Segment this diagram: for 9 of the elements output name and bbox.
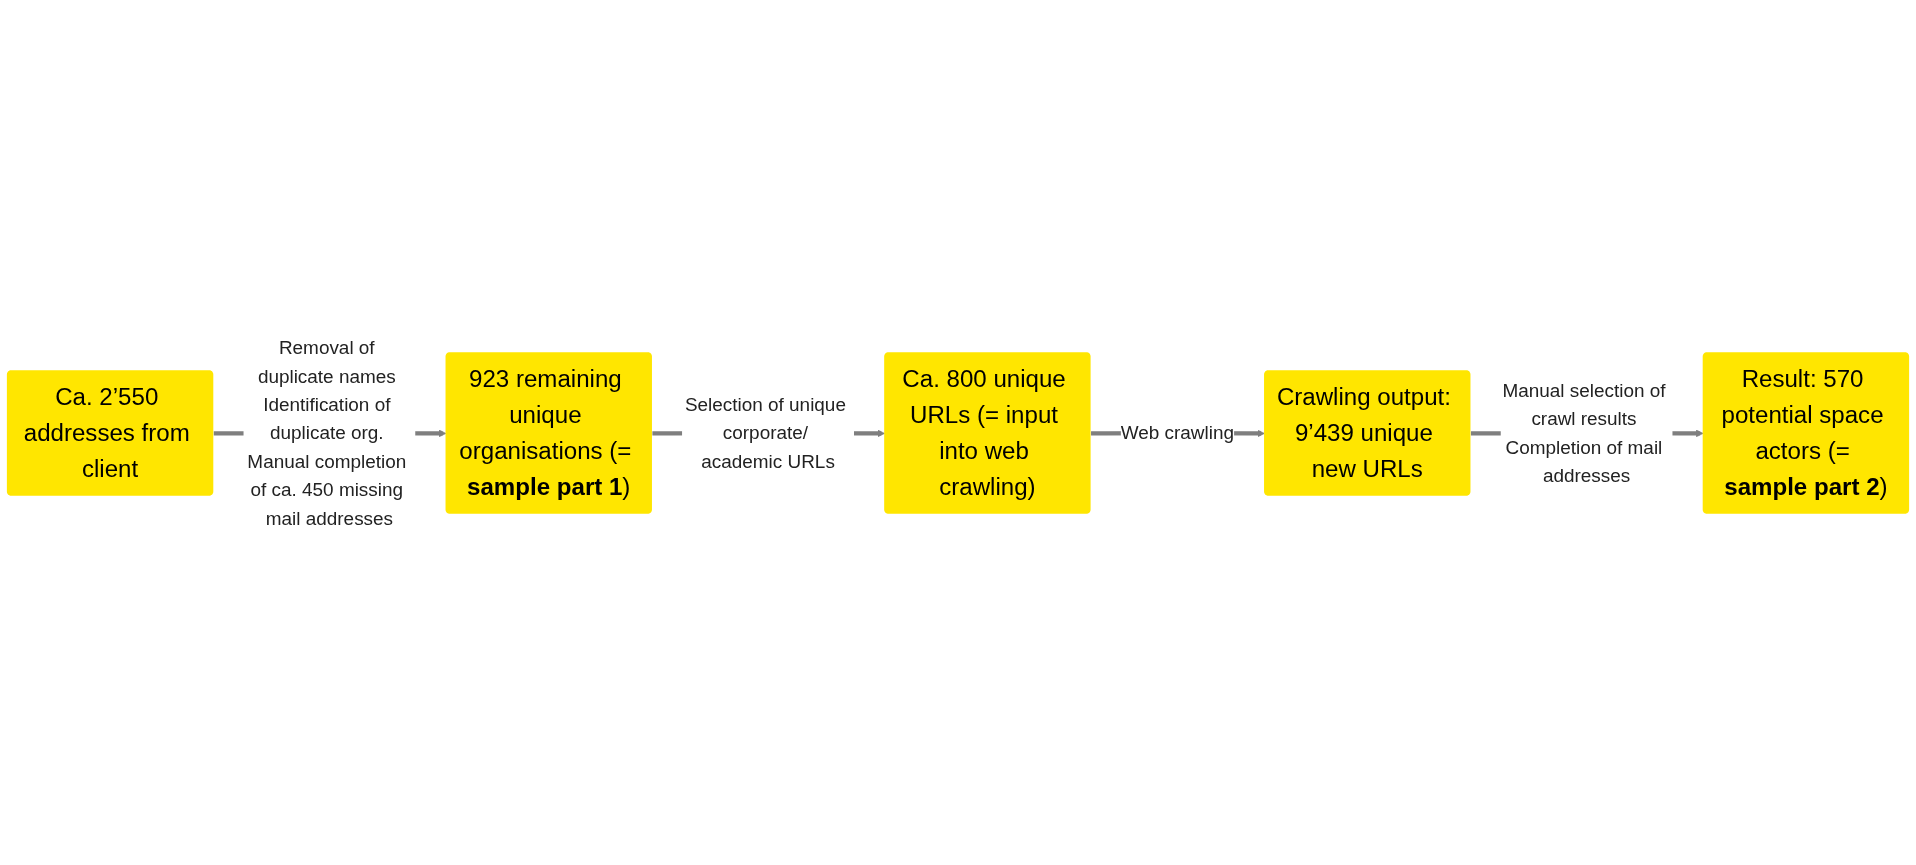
- node-box: Ca. 2’550 addresses from client: [6, 369, 214, 496]
- node-box: Ca. 800 unique URLs (= input into web crawling): [884, 351, 1091, 514]
- edge-label: Removal of duplicate names Identification of duplicate org. Manual completion of ca. 450 missing mail addresses: [247, 336, 407, 529]
- node-box: Crawling output: 9’439 unique new URLs: [1264, 369, 1471, 496]
- node-box: 923 remaining unique organisations (= sample part 1): [445, 351, 652, 514]
- edge-label: Web crawling: [1120, 421, 1234, 444]
- edge-label: Manual selection of crawl results Completion of mail addresses: [1502, 379, 1666, 486]
- node-box: Result: 570 potential space actors (= sample part 2): [1702, 351, 1910, 514]
- edge-label: Selection of unique corporate/ academic URLs: [684, 393, 846, 472]
